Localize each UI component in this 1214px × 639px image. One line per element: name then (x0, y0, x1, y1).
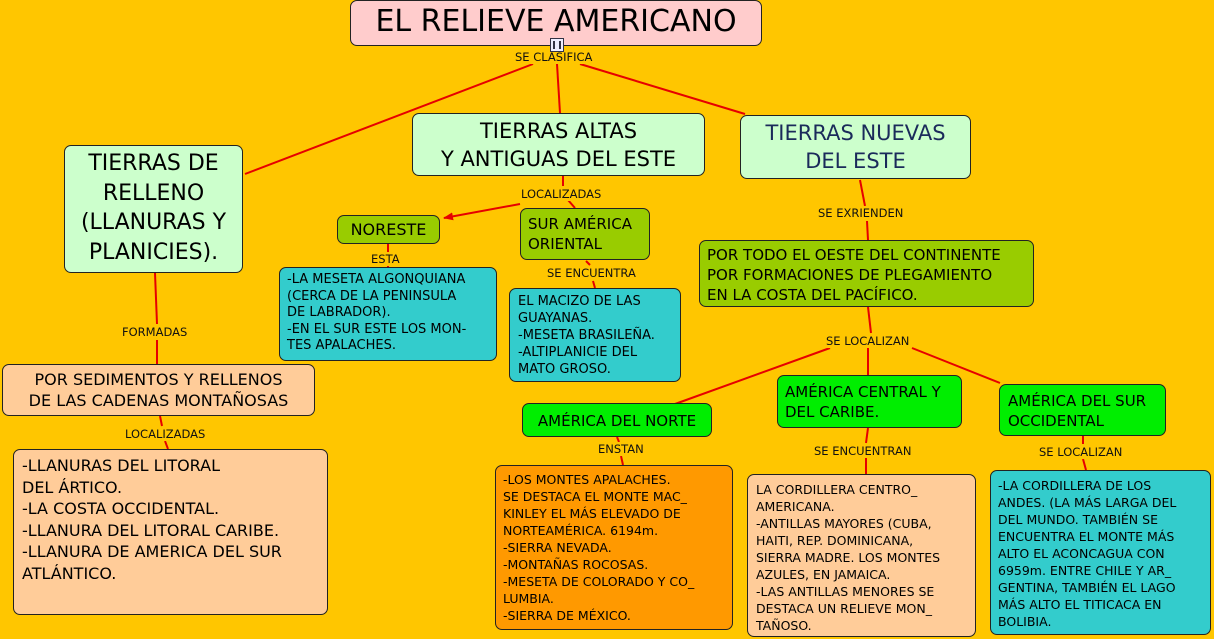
node-macizo-guayanas: EL MACIZO DE LAS GUAYANAS. -MESETA BRASI… (509, 288, 681, 382)
node-meseta-algonquiana: -LA MESETA ALGONQUIANA (CERCA DE LA PENI… (279, 267, 497, 361)
connector-esta: ESTA (370, 252, 401, 266)
node-tierras-nuevas: TIERRAS NUEVAS DEL ESTE (740, 115, 971, 179)
node-america-sur: AMÉRICA DEL SUR OCCIDENTAL (999, 384, 1166, 436)
link-nuevas-to-extienden (859, 179, 866, 207)
connector-se-encuentran: SE ENCUENTRAN (813, 444, 913, 458)
node-cordillera-centroamericana: LA CORDILLERA CENTRO_ AMERICANA. -ANTILL… (747, 474, 976, 637)
link-oeste-to-localizan (867, 306, 872, 334)
node-oeste-continente: POR TODO EL OESTE DEL CONTINENTE POR FOR… (699, 240, 1034, 307)
node-montes-apalaches: -LOS MONTES APALACHES. SE DESTACA EL MON… (495, 465, 733, 630)
link-enstan-to-apalaches (620, 455, 624, 466)
connector-localizadas-center: LOCALIZADAS (520, 187, 603, 201)
link-localizan-to-sur (911, 347, 1001, 384)
link-sedimentos-to-localizadas (159, 415, 163, 427)
link-encuentra-to-macizo (592, 280, 596, 289)
connector-localizadas-left: LOCALIZADAS (124, 427, 207, 441)
connector-se-extienden: SE EXRIENDEN (817, 206, 905, 220)
link-extienden-to-oeste (866, 220, 869, 241)
node-tierras-altas: TIERRAS ALTAS Y ANTIGUAS DEL ESTE (412, 113, 705, 176)
node-noreste: NORESTE (337, 215, 440, 244)
connector-se-localizan-sur: SE LOCALIZAN (1038, 445, 1124, 459)
node-sur-america-oriental: SUR AMÉRICA ORIENTAL (520, 208, 650, 260)
connector-se-clasifica: SE CLASIFICA (514, 50, 594, 64)
link-norte-to-enstan (616, 436, 620, 443)
node-cordillera-andes: -LA CORDILLERA DE LOS ANDES. (LA MÁS LAR… (990, 470, 1211, 635)
node-llanuras-list: -LLANURAS DEL LITORAL DEL ÁRTICO. -LA CO… (13, 449, 328, 615)
node-america-norte: AMÉRICA DEL NORTE (522, 403, 712, 437)
connector-se-encuentra: SE ENCUENTRA (546, 266, 637, 280)
link-central-to-encuentran (865, 427, 869, 444)
map-attachment-icon[interactable] (550, 38, 564, 52)
link-connector-to-nuevas (579, 63, 746, 115)
node-sedimentos: POR SEDIMENTOS Y RELLENOS DE LAS CADENAS… (2, 364, 315, 416)
node-america-central: AMÉRICA CENTRAL Y DEL CARIBE. (777, 375, 962, 428)
connector-enstan: ENSTAN (597, 442, 645, 456)
link-localizan-to-norte (674, 347, 831, 405)
link-sur-to-encuentra (585, 260, 591, 266)
connector-formadas: FORMADAS (121, 325, 189, 339)
link-localizadas-to-list (164, 440, 169, 450)
link-connector-to-altas (556, 63, 561, 114)
connector-se-localizan: SE LOCALIZAN (825, 334, 911, 348)
node-tierras-de-relleno: TIERRAS DE RELLENO (LLANURAS Y PLANICIES… (64, 145, 243, 273)
link-localizadas-to-noreste (443, 203, 521, 221)
link-localizadas-to-sur (567, 199, 576, 209)
link-relleno-to-formadas (154, 272, 158, 325)
link-localizan-to-andes (1082, 458, 1087, 471)
link-connector-to-relleno (244, 63, 534, 175)
